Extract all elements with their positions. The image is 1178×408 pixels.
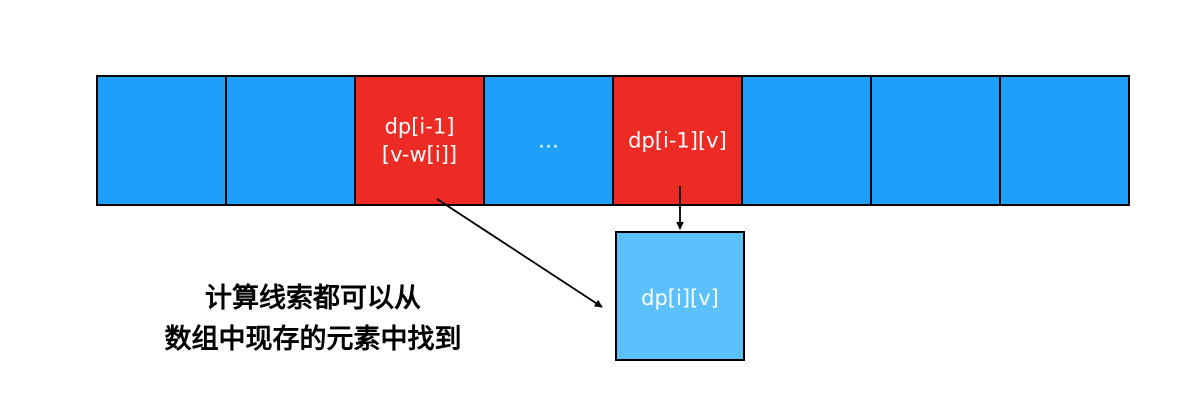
array-cell-label: dp[i-1][v] bbox=[628, 129, 727, 153]
array-cell-box bbox=[612, 75, 743, 206]
array-cell-label: dp[i-1] bbox=[385, 115, 455, 139]
caption-line-1: 计算线索都可以从 bbox=[205, 282, 421, 314]
array-cell-2 bbox=[225, 75, 356, 206]
array-cell-4: … bbox=[483, 75, 614, 206]
array-cell-box bbox=[96, 75, 227, 206]
array-cell-7 bbox=[870, 75, 1001, 206]
result-cell-label: dp[i][v] bbox=[641, 286, 719, 310]
array-cell-box bbox=[741, 75, 872, 206]
array-cell-label: … bbox=[538, 129, 559, 153]
caption: 计算线索都可以从 数组中现存的元素中找到 bbox=[165, 282, 462, 355]
dp-previous-row: dp[i-1] [v-w[i]] … dp[i-1][v] bbox=[96, 75, 1130, 206]
array-cell-8 bbox=[999, 75, 1130, 206]
array-cell-3: dp[i-1] [v-w[i]] bbox=[354, 75, 485, 206]
array-cell-6 bbox=[741, 75, 872, 206]
array-cell-5: dp[i-1][v] bbox=[612, 75, 743, 206]
arrow-diagonal bbox=[436, 198, 603, 308]
array-cell-box bbox=[354, 75, 485, 206]
result-cell-box bbox=[615, 231, 745, 361]
array-cell-1 bbox=[96, 75, 227, 206]
array-cell-label: [v-w[i]] bbox=[382, 143, 457, 167]
array-cell-box bbox=[870, 75, 1001, 206]
result-cell: dp[i][v] bbox=[615, 231, 745, 361]
array-cell-box bbox=[225, 75, 356, 206]
array-cell-box bbox=[483, 75, 614, 206]
array-cell-box bbox=[999, 75, 1130, 206]
caption-line-2: 数组中现存的元素中找到 bbox=[165, 323, 462, 355]
